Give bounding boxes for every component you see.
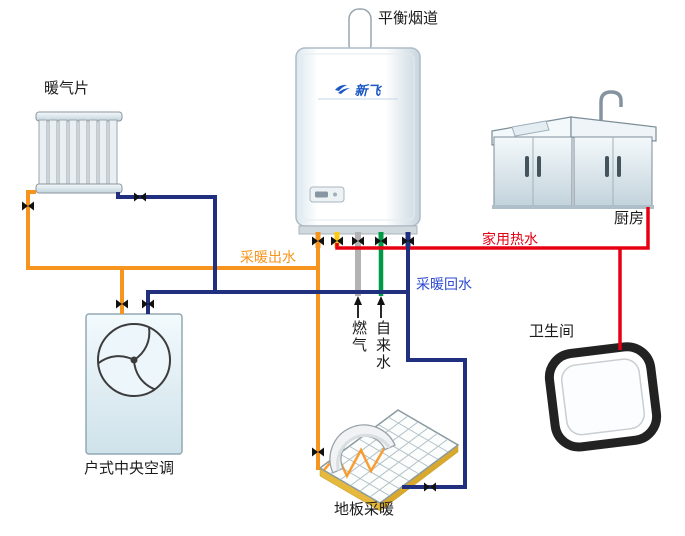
boiler-inner-line [301,53,415,221]
boiler-brand-logo: 新飞 [310,80,406,99]
sink-basin [511,120,550,137]
stub-heating-supply [315,232,321,248]
faucet-icon [599,90,623,120]
label-heating-return: 采暖回水 [416,276,472,292]
radiator-bottom-header [35,183,123,194]
cabinet-handle [525,156,529,177]
valve-icon [134,192,146,202]
label-flue: 平衡烟道 [378,10,439,27]
label-tap-water: 自来水 [374,320,391,371]
boiler-knob [333,192,337,197]
stub-hot-water [334,232,340,248]
cabinet-handle [617,156,621,177]
label-bathroom: 卫生间 [529,323,575,340]
label-radiator: 暖气片 [44,80,90,97]
bathtub [544,342,662,452]
label-gas: 燃气 [350,320,367,354]
floor-pipe-arch [329,424,396,474]
label-floor-heating: 地板采暖 [334,501,395,518]
cabinet-base [492,205,654,209]
pipe-domestic-hot-water [335,207,650,350]
label-kitchen: 厨房 [614,210,645,227]
central-ac-unit [85,313,183,455]
label-central-ac: 户式中央空调 [84,460,175,477]
pipe-heating-return [116,192,467,489]
pipes [26,190,650,489]
cabinet-handle [537,156,541,177]
wall-hung-boiler [295,47,421,248]
stub-tap-water [378,232,384,248]
xinfei-wings-icon [335,84,351,94]
kitchen-sink-cabinet [491,90,657,209]
boiler-brand-text: 新飞 [354,83,381,98]
valve-icon [424,482,436,492]
radiator [35,111,123,194]
up-arrow-icon [354,296,362,305]
bathtub-basin [560,358,646,436]
up-arrow-icon [377,296,385,305]
floor-heating-panel [318,409,460,512]
ac-fan-hub [130,356,138,364]
counter-right [570,116,657,142]
flow-arrows [354,296,385,318]
stub-gas [355,232,361,248]
cabinet-handle [605,156,609,177]
label-domestic-hot-water: 家用热水 [482,231,538,247]
pipe-heating-supply [26,190,320,470]
label-heating-supply: 采暖出水 [240,249,296,265]
stub-heating-return [405,232,411,248]
boiler-display [315,191,328,198]
